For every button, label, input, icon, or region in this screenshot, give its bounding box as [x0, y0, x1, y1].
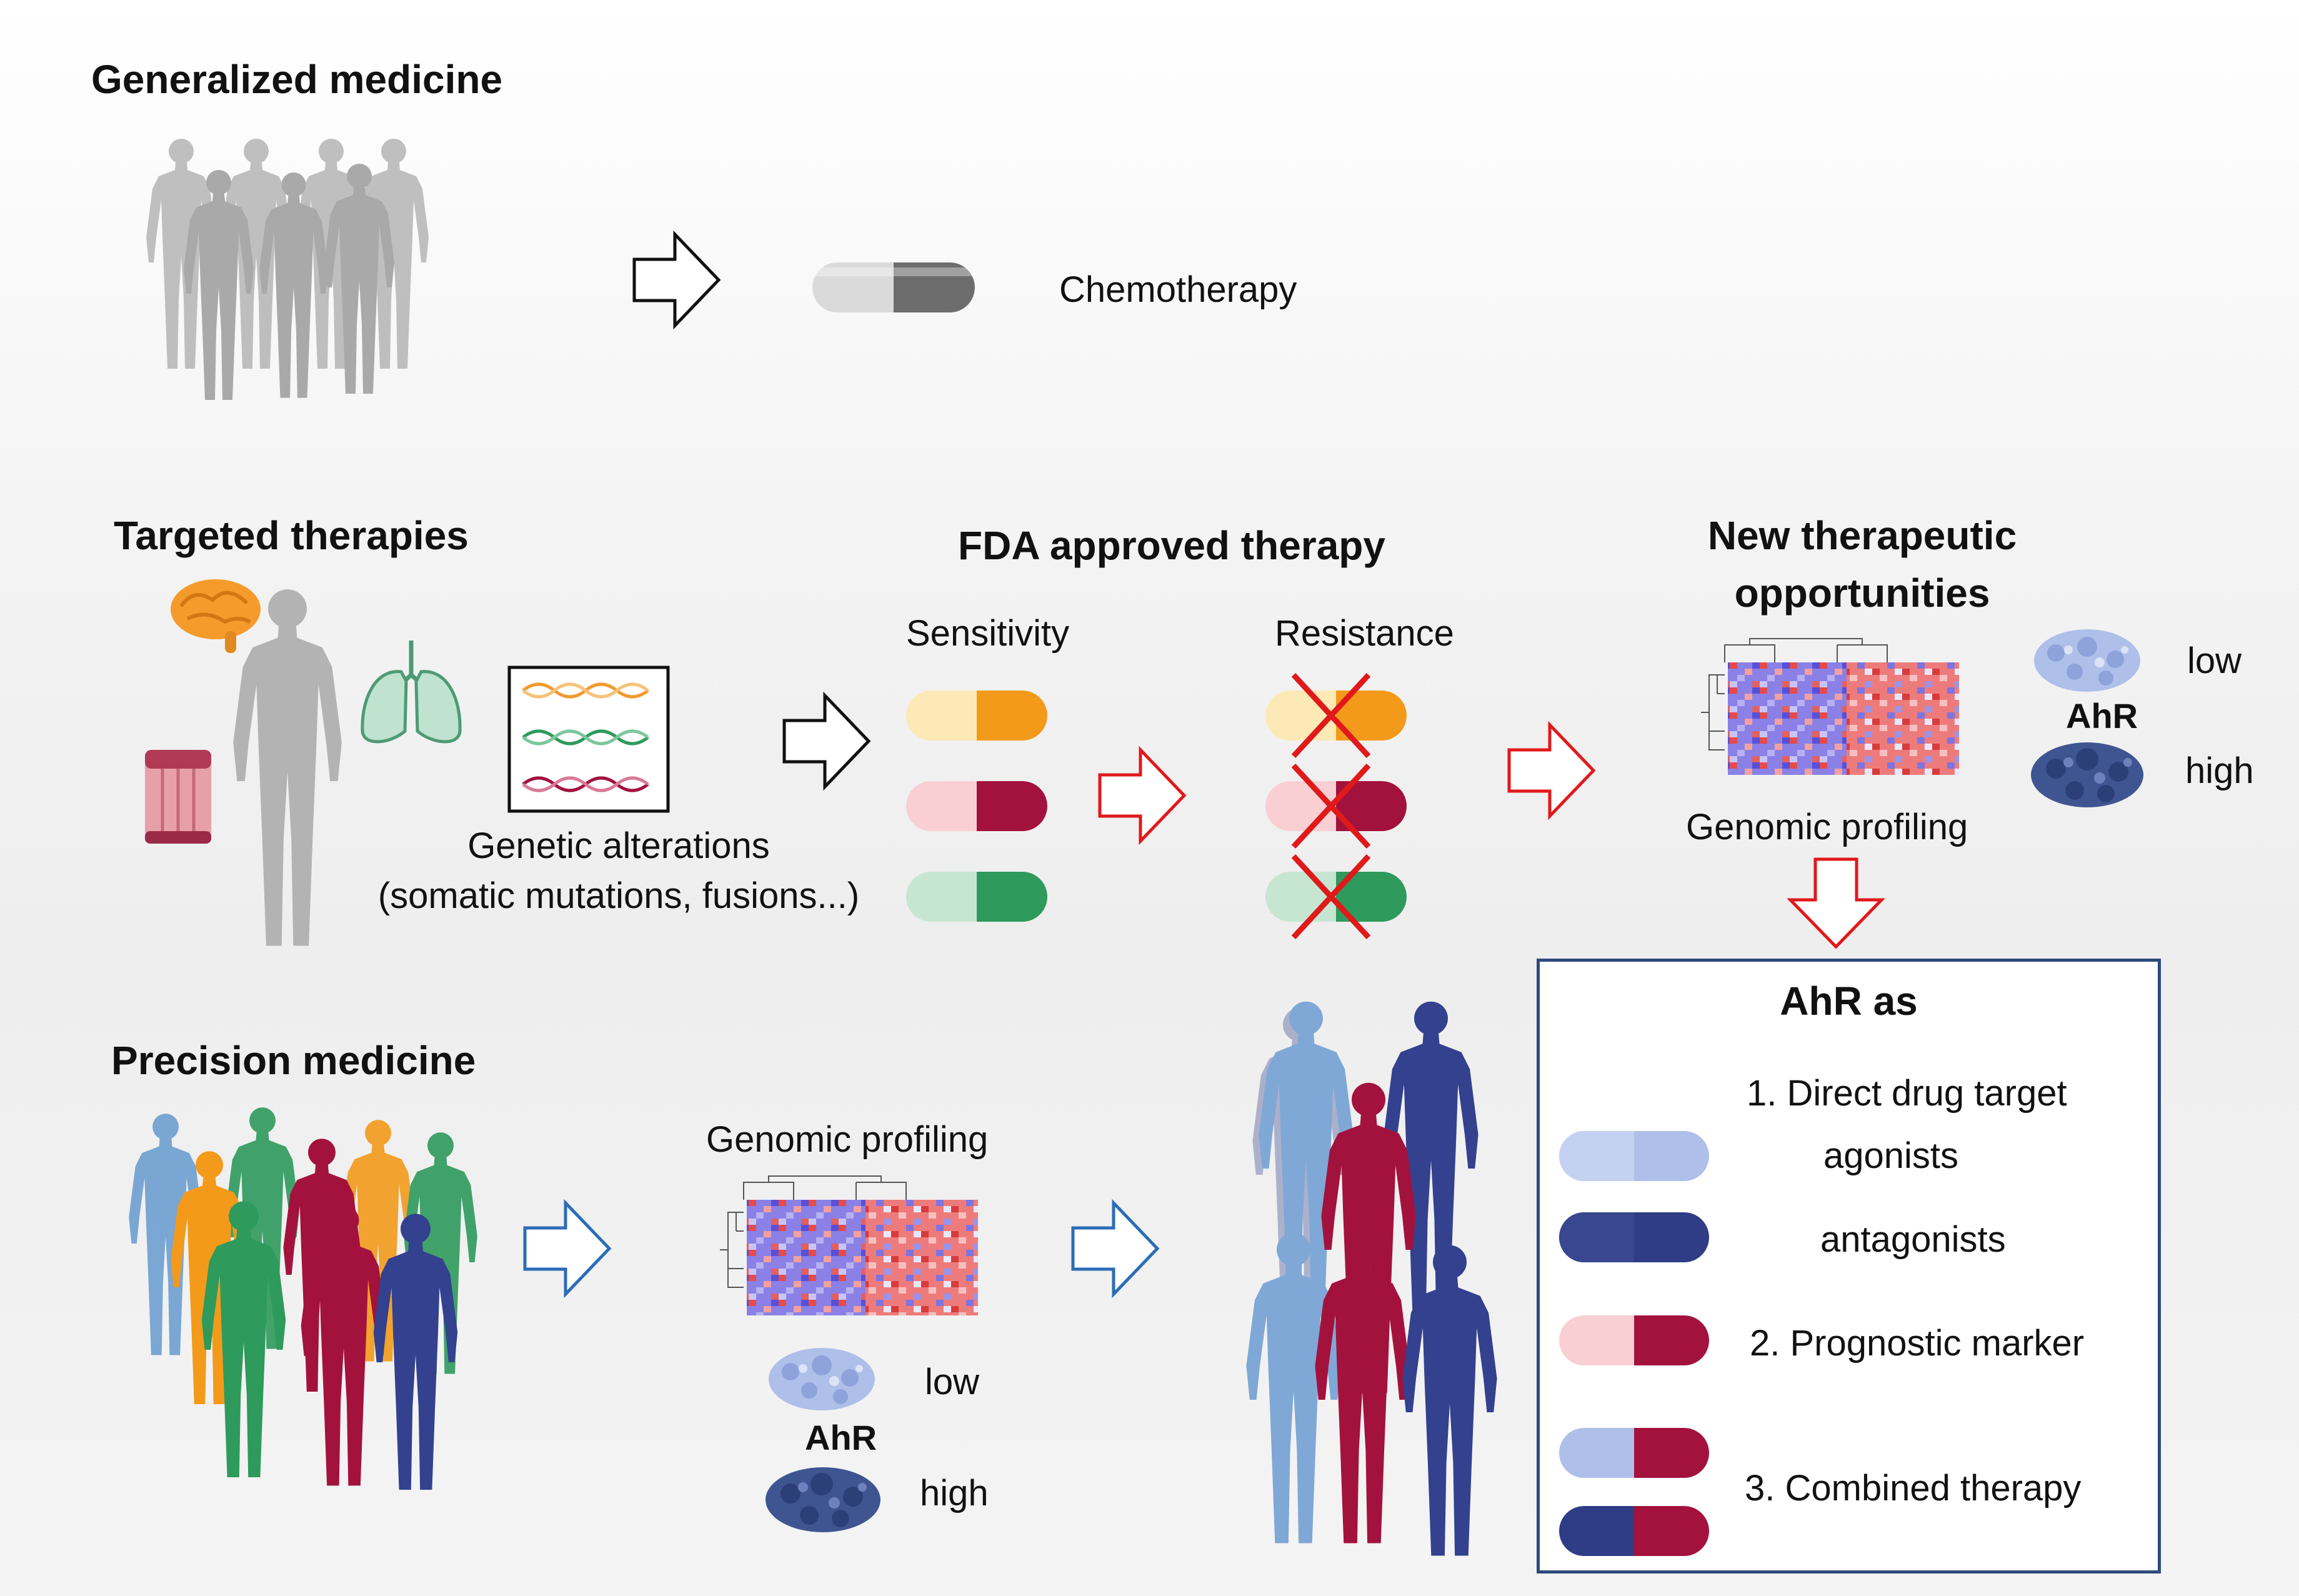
red-arrow-down-icon — [1787, 857, 1885, 949]
new-opportunities-title-2: opportunities — [1734, 571, 1990, 616]
combined-therapy-label: 3. Combined therapy — [1745, 1468, 2082, 1509]
direct-drug-target-label: 1. Direct drug target — [1747, 1073, 2067, 1114]
new-opportunities-title-1: New therapeutic — [1707, 513, 2017, 558]
resistance-pills — [1265, 672, 1407, 940]
human-figure-icon — [233, 589, 342, 946]
precision-genomic-profiling-label: Genomic profiling — [706, 1119, 989, 1160]
heatmap-icon — [1701, 638, 1959, 775]
cross-icon — [1291, 672, 1371, 940]
blue-arrow-right-icon — [523, 1199, 612, 1299]
precision-ahr-high-label: high — [920, 1473, 989, 1514]
red-capsule-icon — [906, 781, 1047, 831]
red-arrow-right-icon — [1098, 746, 1187, 845]
ahr-box-title: AhR as — [1780, 979, 1918, 1024]
ahr-high-protein-icon — [2031, 742, 2143, 807]
new-ahr-low-label: low — [2187, 641, 2242, 681]
genetic-alterations-sublabel: (somatic mutations, fusions...) — [377, 875, 860, 916]
blue-arrow-right-icon — [1071, 1199, 1160, 1299]
orange-capsule-icon — [906, 691, 1047, 741]
ahr-low-protein-icon — [2034, 629, 2140, 692]
agonists-label: agonists — [1823, 1135, 1959, 1176]
precision-ahr-label: AhR — [805, 1418, 877, 1457]
dna-icon — [507, 666, 670, 813]
new-genomic-profiling-label: Genomic profiling — [1686, 807, 1968, 847]
genetic-alterations-label: Genetic alterations — [467, 825, 770, 866]
new-ahr-label: AhR — [2066, 696, 2138, 736]
antagonists-label: antagonists — [1820, 1219, 2006, 1260]
brain-icon — [171, 579, 261, 653]
combined-capsule-dark-icon — [1559, 1506, 1709, 1556]
green-capsule-icon — [906, 872, 1047, 922]
sensitivity-pills — [906, 691, 1047, 922]
agonist-capsule-icon — [1559, 1131, 1709, 1181]
targeted-title: Targeted therapies — [114, 513, 469, 558]
fda-title: FDA approved therapy — [958, 523, 1385, 568]
ahr-high-protein-icon — [766, 1467, 880, 1532]
precision-title: Precision medicine — [111, 1038, 476, 1083]
precision-ahr-low-label: low — [925, 1362, 980, 1402]
arrow-right-icon — [782, 691, 871, 791]
arrow-right-icon — [632, 230, 721, 330]
prognostic-marker-label: 2. Prognostic marker — [1750, 1323, 2085, 1364]
resistance-label: Resistance — [1275, 613, 1454, 654]
sensitivity-label: Sensitivity — [906, 613, 1070, 654]
new-ahr-high-label: high — [2185, 751, 2254, 791]
red-arrow-right-icon — [1507, 721, 1596, 820]
heatmap-icon — [720, 1175, 978, 1315]
prognostic-capsule-icon — [1559, 1315, 1709, 1365]
antagonist-capsule-icon — [1559, 1212, 1709, 1262]
human-figures-icon — [146, 139, 429, 400]
muscle-icon — [145, 750, 211, 844]
lungs-icon — [361, 641, 462, 744]
stratified-human-figures-icon — [1246, 1001, 1497, 1556]
chemotherapy-label: Chemotherapy — [1059, 269, 1297, 310]
ahr-box-capsules — [1559, 1131, 1709, 1556]
colored-human-figures-icon — [129, 1107, 477, 1490]
combined-capsule-light-icon — [1559, 1428, 1709, 1478]
chemo-capsule-icon — [812, 262, 975, 312]
ahr-low-protein-icon — [769, 1348, 875, 1410]
generalized-title: Generalized medicine — [91, 57, 503, 102]
